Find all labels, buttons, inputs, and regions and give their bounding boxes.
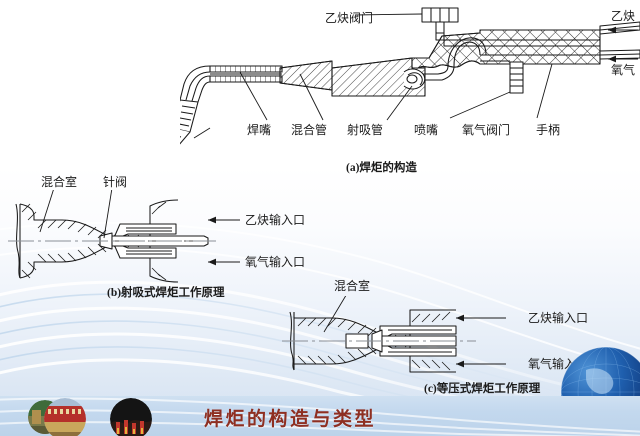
figure-a-label-oxygen: 氧气	[611, 63, 636, 77]
figure-c-equal-pressure-principle	[282, 296, 506, 373]
figure-b-injector-principle	[8, 190, 240, 283]
figure-b-caption: (b)射吸式焊炬工作原理	[107, 287, 225, 299]
photo-thumb-2	[44, 398, 86, 436]
figure-a-caption: (a)焊炬的构造	[346, 162, 417, 174]
figure-c-label-mixing-chamber: 混合室	[334, 279, 371, 293]
figure-c-caption: (c)等压式焊炬工作原理	[424, 383, 541, 395]
figure-b-label-acetylene-inlet: 乙炔输入口	[245, 213, 306, 227]
figure-b-label-oxygen-inlet: 氧气输入口	[245, 255, 306, 269]
figure-a-label-acetylene: 乙炔	[611, 9, 636, 23]
bottom-title-bar	[0, 396, 640, 436]
bottom-bar-swoosh	[0, 397, 640, 436]
figure-a-label-handle: 手柄	[536, 123, 561, 137]
slide-title: 焊炬的构造与类型	[204, 408, 377, 430]
figure-a-label-oxygen-valve: 氧气阀门	[462, 123, 511, 137]
figure-a-label-nozzle: 喷嘴	[414, 123, 439, 137]
figure-b-label-needle-valve: 针阀	[103, 175, 128, 189]
figure-b-label-mixing-chamber: 混合室	[41, 175, 78, 189]
figure-a-label-weld-tip: 焊嘴	[247, 123, 272, 137]
figure-a-label-acetylene-valve: 乙炔阀门	[325, 11, 374, 25]
figure-a-label-injector-tube: 射吸管	[347, 123, 384, 137]
figure-a-label-mixing-tube: 混合管	[291, 123, 328, 137]
photo-thumb-3	[110, 398, 152, 436]
figure-a-torch-construction	[180, 7, 640, 145]
figure-c-label-acetylene-inlet: 乙炔输入口	[528, 311, 589, 325]
